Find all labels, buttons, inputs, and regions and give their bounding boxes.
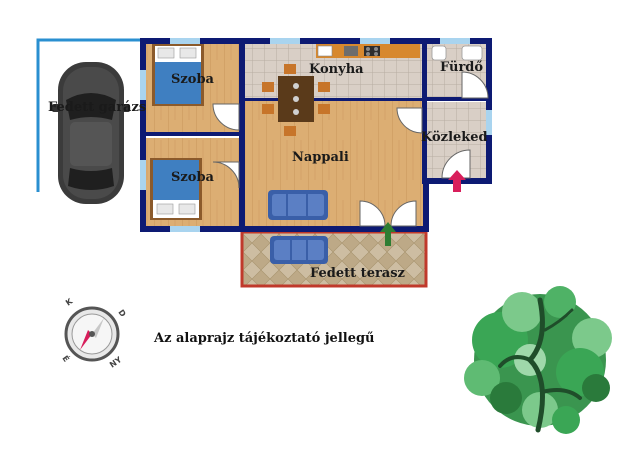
bed-1 [152,44,204,106]
room-label-hallway: Közlekedő [421,130,487,145]
bath-fixtures [431,45,483,61]
room-label-bedroom-1: Szoba [171,72,214,87]
compass-letter: D [116,308,127,319]
tree-icon [464,286,612,434]
compass-letter: É [60,353,72,364]
garage [36,38,140,192]
kitchen-counter [316,44,420,58]
disclaimer-note: Az alaprajz tájékoztató jellegű [154,331,375,346]
room-label-garage: Fedett garázs [48,100,147,115]
room-label-bathroom: Fürdő [440,60,484,75]
doors [212,71,489,227]
room-label-living: Nappali [292,150,349,165]
entry-arrow-red [448,170,466,192]
car-icon [52,62,130,204]
entry-arrow-green [380,222,396,246]
compass-letter: K [64,296,75,307]
windows [140,38,492,232]
compass-letter: NY [108,355,124,370]
room-label-terrace: Fedett terasz [310,266,405,281]
dining-table [262,64,330,136]
terrace-sofa [270,236,328,264]
compass-icon [64,306,120,362]
sofa [268,190,328,220]
room-label-bedroom-2: Szoba [171,170,214,185]
room-label-kitchen: Konyha [309,62,364,77]
bed-2 [150,158,202,220]
